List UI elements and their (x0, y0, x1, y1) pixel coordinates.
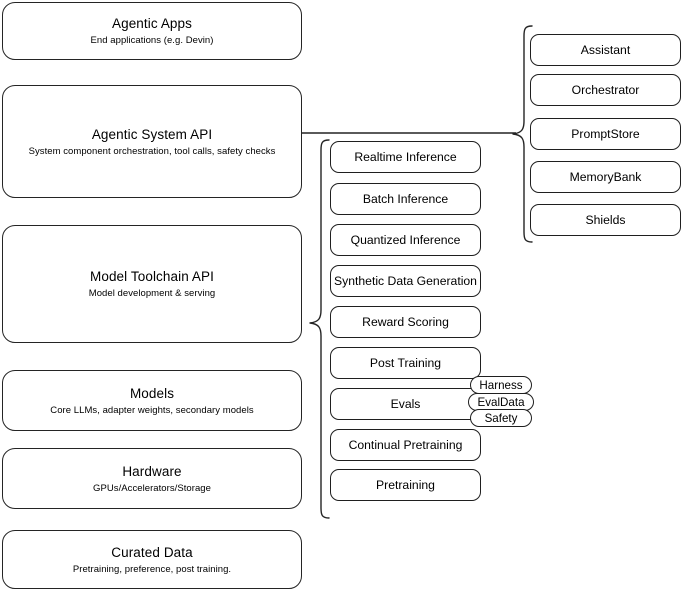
chip-synthetic-data-generation[interactable]: Synthetic Data Generation (330, 265, 481, 297)
layer-box-model-toolchain-api[interactable]: Model Toolchain API Model development & … (2, 225, 302, 343)
chip-label: Orchestrator (571, 83, 640, 97)
layer-box-hardware[interactable]: Hardware GPUs/Accelerators/Storage (2, 448, 302, 509)
chip-memorybank[interactable]: MemoryBank (530, 161, 681, 193)
layer-box-agentic-system-api[interactable]: Agentic System API System component orch… (2, 85, 302, 198)
chip-label: Batch Inference (362, 192, 449, 206)
chip-label: Reward Scoring (362, 315, 449, 329)
chip-quantized-inference[interactable]: Quantized Inference (330, 224, 481, 256)
pill-label: EvalData (477, 395, 525, 409)
layer-subtitle: Model development & serving (88, 288, 216, 299)
chip-promptstore[interactable]: PromptStore (530, 118, 681, 150)
chip-label: Assistant (580, 43, 631, 57)
layer-box-agentic-apps[interactable]: Agentic Apps End applications (e.g. Devi… (2, 2, 302, 60)
layer-title: Models (129, 385, 175, 401)
chip-orchestrator[interactable]: Orchestrator (530, 74, 681, 106)
chip-pretraining[interactable]: Pretraining (330, 469, 481, 501)
chip-shields[interactable]: Shields (530, 204, 681, 236)
pill-label: Safety (484, 411, 518, 425)
chip-batch-inference[interactable]: Batch Inference (330, 183, 481, 215)
layer-title: Curated Data (111, 544, 193, 560)
layer-subtitle: GPUs/Accelerators/Storage (93, 482, 211, 494)
chip-reward-scoring[interactable]: Reward Scoring (330, 306, 481, 338)
chip-evals[interactable]: Evals (330, 388, 481, 420)
chip-label: PromptStore (571, 127, 640, 141)
layer-subtitle: Core LLMs, adapter weights, secondary mo… (50, 404, 254, 416)
layer-subtitle: End applications (e.g. Devin) (90, 35, 214, 46)
layer-title: Model Toolchain API (90, 269, 214, 284)
chip-label: Pretraining (376, 478, 435, 492)
pill-harness[interactable]: Harness (470, 376, 532, 394)
chip-label: Continual Pretraining (348, 438, 463, 452)
chip-continual-pretraining[interactable]: Continual Pretraining (330, 429, 481, 461)
layer-subtitle: Pretraining, preference, post training. (72, 563, 232, 575)
layer-subtitle: System component orchestration, tool cal… (28, 145, 276, 157)
pill-evaldata[interactable]: EvalData (468, 393, 534, 411)
connector-system-api-to-components (302, 126, 518, 140)
layer-title: Agentic Apps (111, 16, 192, 31)
layer-box-curated-data[interactable]: Curated Data Pretraining, preference, po… (2, 530, 302, 589)
chip-label: MemoryBank (569, 170, 642, 184)
layer-title: Agentic System API (91, 126, 213, 142)
pill-label: Harness (479, 378, 523, 392)
chip-realtime-inference[interactable]: Realtime Inference (330, 141, 481, 173)
layer-title: Hardware (122, 463, 182, 479)
layer-box-models[interactable]: Models Core LLMs, adapter weights, secon… (2, 370, 302, 431)
chip-label: Realtime Inference (354, 150, 457, 164)
chip-label: Post Training (369, 356, 442, 370)
chip-assistant[interactable]: Assistant (530, 34, 681, 66)
chip-label: Quantized Inference (350, 233, 461, 247)
brace-toolchain-components (308, 138, 330, 520)
pill-safety[interactable]: Safety (470, 409, 532, 427)
chip-label: Shields (585, 213, 626, 227)
chip-label: Synthetic Data Generation (334, 274, 477, 288)
chip-label: Evals (390, 397, 421, 411)
chip-post-training[interactable]: Post Training (330, 347, 481, 379)
